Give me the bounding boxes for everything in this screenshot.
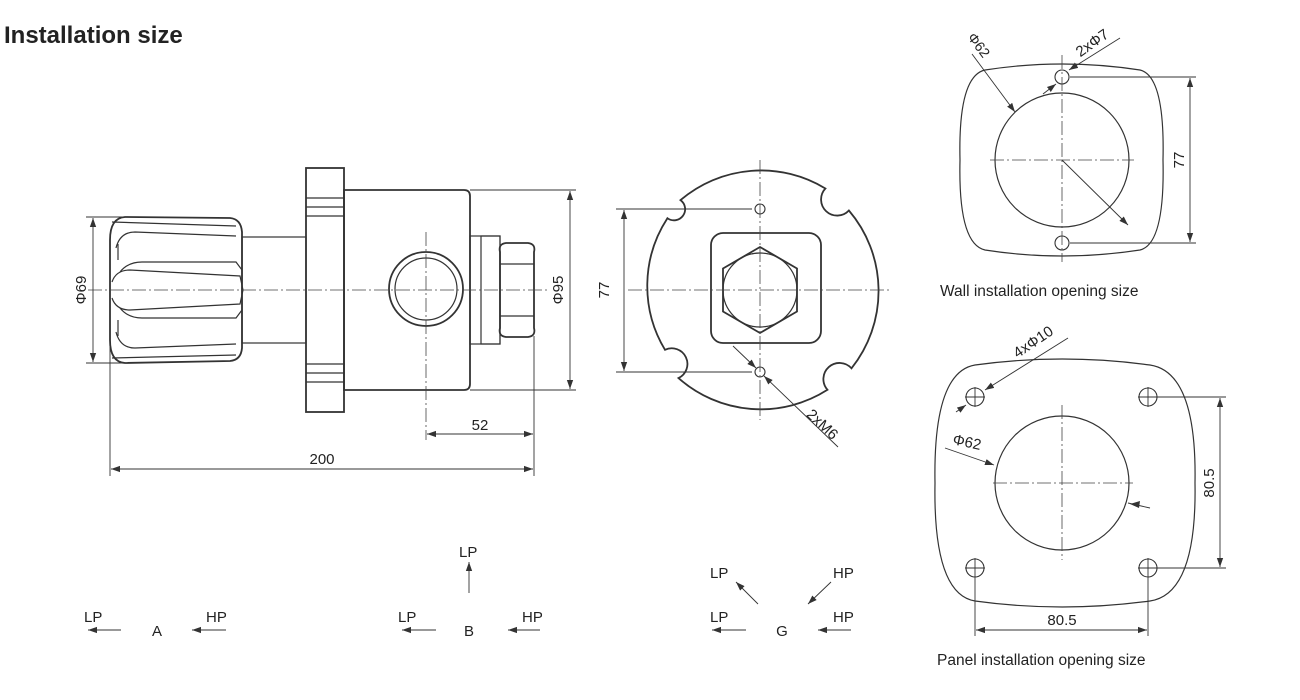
- flow-a-lp-label: LP: [84, 609, 102, 626]
- flow-g-hp-diag-arrow: [807, 581, 832, 605]
- wall-opening: 77 Φ62 2xΦ7: [959, 26, 1196, 262]
- dim-body-diameter: Φ95: [550, 276, 567, 305]
- flow-config-b: LP LP B HP: [398, 544, 543, 640]
- dim-wall-diameter: Φ62: [965, 29, 994, 60]
- outlet-fitting: [469, 235, 536, 345]
- dim-knob-diameter: Φ69: [73, 276, 90, 305]
- dim-hole-spacing: 77: [596, 282, 613, 299]
- flow-b-letter: B: [464, 623, 474, 640]
- dim-panel-horizontal: 80.5: [1047, 612, 1076, 629]
- front-flange-outline: [646, 169, 880, 411]
- page-title: Installation size: [4, 22, 183, 49]
- wall-plate-outline: [959, 63, 1164, 257]
- flow-a-letter: A: [152, 623, 162, 640]
- side-view: Φ69 Φ95 52 200: [73, 167, 576, 476]
- valve-body: [343, 189, 471, 391]
- dim-panel-holes: 4xΦ10: [1010, 323, 1056, 362]
- dim-panel-vertical: 80.5: [1201, 468, 1218, 497]
- flow-config-g: LP HP LP G HP: [710, 565, 854, 640]
- flow-g-letter: G: [776, 623, 788, 640]
- dim-wall-spacing: 77: [1171, 152, 1188, 169]
- flow-a-hp-label: HP: [206, 609, 227, 626]
- flow-b-lp-label: LP: [398, 609, 416, 626]
- dim-panel-diameter: Φ62: [951, 431, 983, 454]
- front-view: 77 2xM6: [596, 160, 890, 448]
- flow-g-hp-label: HP: [833, 609, 854, 626]
- front-square-boss: [710, 232, 822, 344]
- flow-b-hp-label: HP: [522, 609, 543, 626]
- panel-bolt-holes: [965, 387, 1158, 578]
- knob: [109, 216, 244, 364]
- panel-opening-caption: Panel installation opening size: [937, 652, 1146, 669]
- wall-opening-caption: Wall installation opening size: [940, 283, 1139, 300]
- flow-g-lp-diag-label: LP: [710, 565, 728, 582]
- dim-thread: 2xM6: [803, 406, 841, 443]
- panel-opening: 80.5 80.5 4xΦ10 Φ62: [934, 323, 1226, 636]
- dim-port-offset: 52: [472, 417, 489, 434]
- flow-g-lp-label: LP: [710, 609, 728, 626]
- panel-plate-outline: [934, 358, 1196, 608]
- flow-g-hp-diag-label: HP: [833, 565, 854, 582]
- flow-config-a: LP A HP: [84, 609, 227, 640]
- flow-g-lp-diag-arrow: [735, 581, 759, 605]
- dim-total-length: 200: [309, 451, 334, 468]
- flow-b-lp-up-label: LP: [459, 544, 477, 561]
